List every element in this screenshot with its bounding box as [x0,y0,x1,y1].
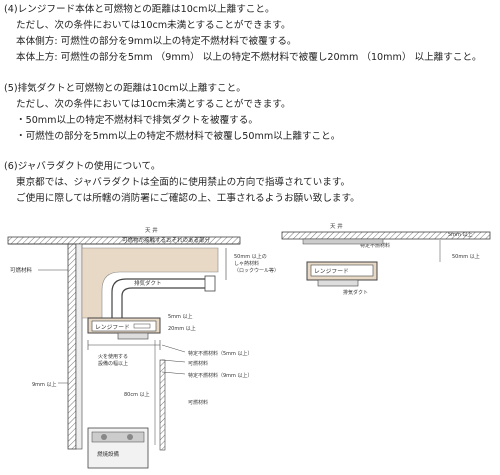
right-nc-label: 特定不燃材料 [360,242,390,249]
comb-label: 可燃材料 [188,360,208,367]
fire-device-label: 火を使用する [98,353,128,360]
section-4-line-1: ただし、次の条件においては10cm未満とすることができます。 [16,20,291,31]
clearance-50b-label: しゃ熱材料 [234,260,259,267]
duct-label: 排気ダクト [134,279,162,287]
right-duct-label: 排気ダクト [343,289,368,296]
section-4-line-3: 本体上方: 可燃性の部分を5mm （9mm） 以上の特定不燃材料で被覆し20mm… [16,52,482,63]
d9-label: 9mm 以上 [32,381,57,388]
section-5-line-3: ・可燃性の部分を5mm以上の特定不燃材料で被覆し50mm以上離すこと。 [16,131,341,142]
clearance-50c-label: （ロックウール等） [234,267,279,274]
left-hood-label: レンジフード [95,324,130,331]
combustible-area-label: 可燃物が接触するおそれのある部分 [122,236,211,244]
section-5-heading: (5)排気ダクトと可燃物との距離は10cm以上離すこと。 [4,83,246,94]
left-ceiling [7,236,241,245]
nc9-label: 特定不燃材料（9mm 以上） [188,372,253,379]
left-wall [67,243,83,450]
nc5-label: 特定不燃材料（5mm 以上） [188,350,253,357]
clearance-50-label: 50mm 以上の [234,253,267,260]
right-d5-label: 5mm 以上 [448,231,473,238]
left-combustible-label: 可燃材料 [10,266,33,274]
right-ceiling [281,231,491,240]
right-hood-label: レンジフード [314,268,349,275]
section-6-line-1: 東京都では、ジャバラダクトは全面的に使用禁止の方向で指導されています。 [16,177,351,188]
fire-device-label-2: 設備の幅以上 [98,360,128,367]
stove [87,427,149,469]
duct-inner [121,287,215,320]
comb-label-2: 可燃材料 [188,399,208,406]
section-4-line-2: 本体側方: 可燃性の部分を9mm以上の特定不燃材料で被覆する。 [16,36,297,47]
section-6-line-2: ご使用に際しては所轄の消防署にご確認の上、工事されるようお願い致します。 [16,193,360,204]
section-5-line-1: ただし、次の条件においては10cm未満とすることができます。 [16,99,291,110]
stove-label: 燃焼設備 [97,450,120,458]
right-d50-label: 50mm 以上 [452,253,480,260]
left-d20-label: 20mm 以上 [168,325,196,332]
left-ceiling-label: 天 井 [145,226,158,234]
section-5-line-2: ・50mm以上の特定不燃材料で排気ダクトを被覆する。 [16,115,258,126]
right-ceiling-label: 天 井 [330,222,343,230]
duct-outer [111,278,215,320]
section-4-heading: (4)レンジフード本体と可燃物との距離は10cm以上離すこと。 [4,4,275,15]
d80-label: 80cm 以上 [124,391,150,398]
section-6-heading: (6)ジャバラダクトの使用について。 [4,161,161,172]
left-d5-label: 5mm 以上 [168,313,193,320]
combustible-contact-zone [81,247,219,319]
